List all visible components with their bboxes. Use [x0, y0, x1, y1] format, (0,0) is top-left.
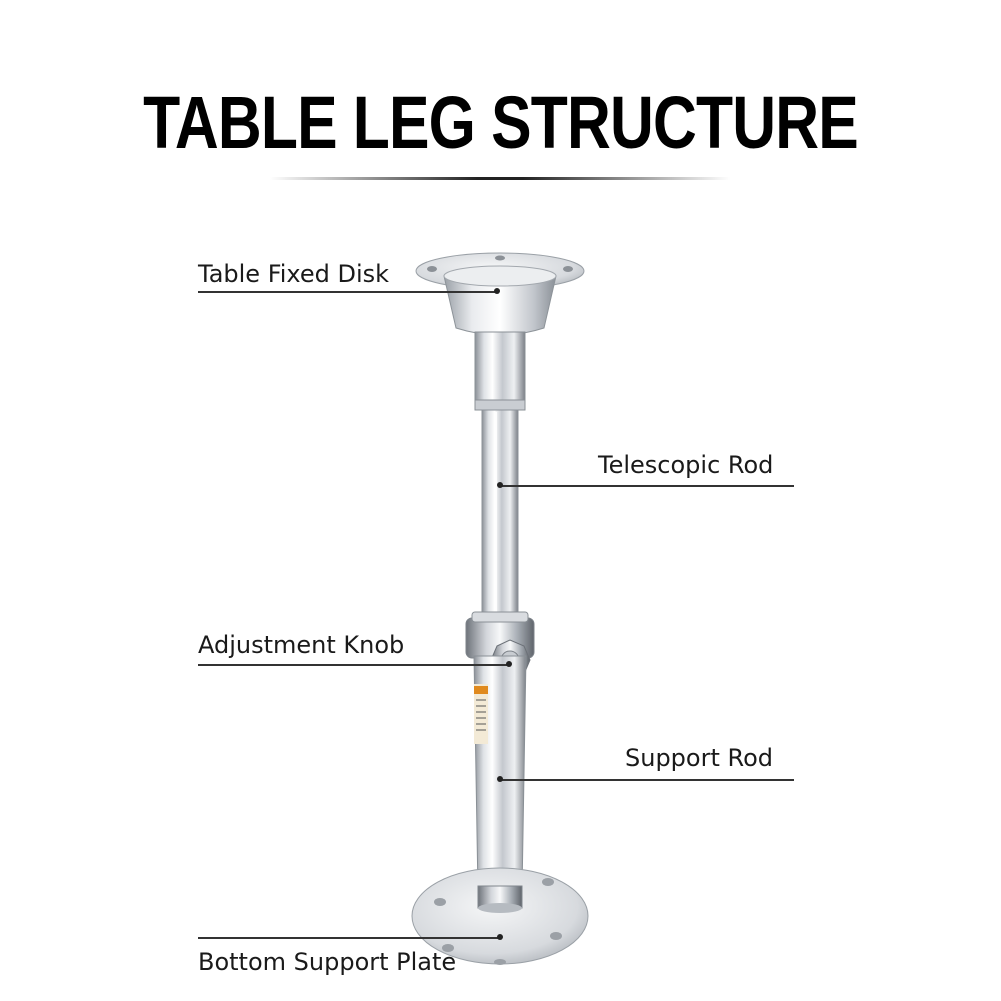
label-telescopic-rod: Telescopic Rod: [598, 451, 774, 479]
label-adjustment-knob: Adjustment Knob: [198, 631, 405, 659]
title-underline: [270, 177, 730, 180]
label-bottom-support-plate: Bottom Support Plate: [198, 948, 457, 976]
pointer-telescopic-rod: [497, 482, 503, 488]
pointer-table-fixed-disk: [494, 288, 500, 294]
upper-sleeve: [474, 331, 526, 411]
pointer-bottom-support-plate: [497, 934, 503, 940]
page-title: TABLE LEG STRUCTURE: [143, 81, 859, 164]
bottom-support-plate: [411, 867, 589, 965]
leader-table-fixed-disk: [198, 291, 498, 293]
pointer-support-rod: [497, 776, 503, 782]
leader-support-rod: [500, 779, 794, 781]
table-fixed-disk: [415, 252, 585, 336]
label-table-fixed-disk: Table Fixed Disk: [198, 260, 390, 288]
leader-telescopic-rod: [500, 485, 794, 487]
leader-adjustment-knob: [198, 664, 510, 666]
label-support-rod: Support Rod: [625, 744, 774, 772]
support-rod: [473, 655, 527, 893]
telescopic-rod: [481, 409, 519, 623]
leader-bottom-support-plate: [198, 937, 500, 939]
pointer-adjustment-knob: [506, 661, 512, 667]
